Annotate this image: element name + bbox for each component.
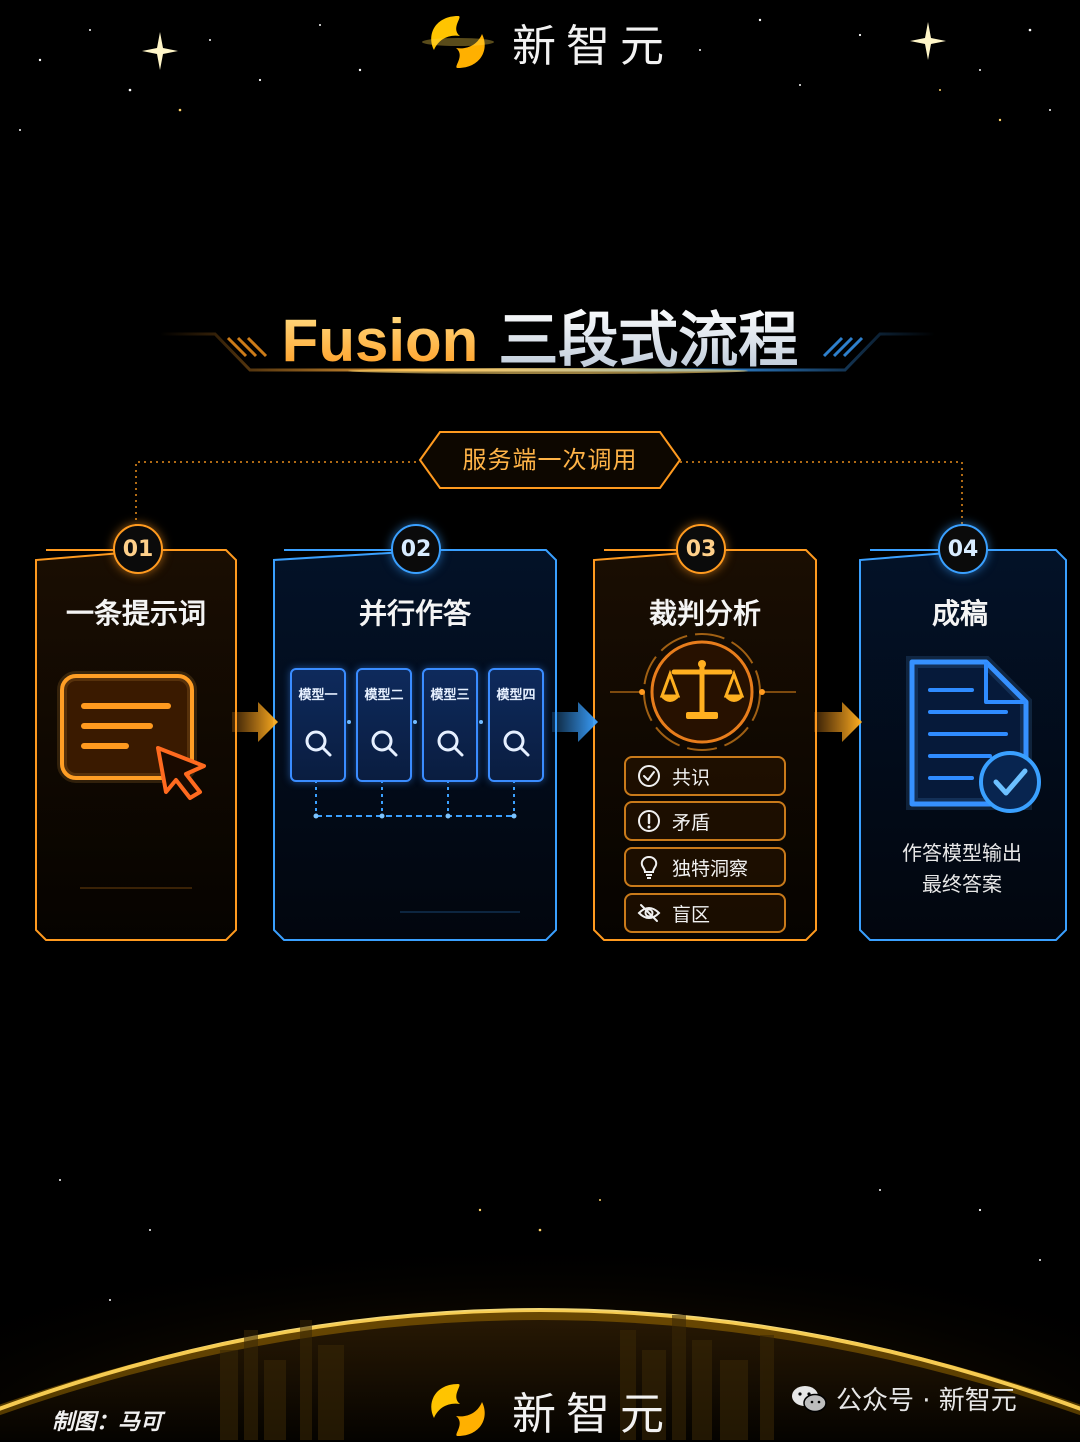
search-icon bbox=[437, 730, 464, 757]
model-label: 模型四 bbox=[496, 688, 536, 703]
judge-item-label: 矛盾 bbox=[672, 811, 711, 834]
step-number-4: 04 bbox=[938, 524, 988, 574]
document-check-icon bbox=[906, 656, 1041, 813]
model-card-1: 模型一 bbox=[290, 668, 346, 782]
step-title-2: 并行作答 bbox=[358, 597, 471, 630]
model-card-4: 模型四 bbox=[488, 668, 544, 782]
model-label: 模型一 bbox=[298, 688, 338, 703]
title-chinese: 三段式流程 bbox=[498, 306, 799, 376]
model-label: 模型二 bbox=[364, 688, 404, 703]
brand-name: 新智元 bbox=[512, 21, 674, 72]
model-card-2: 模型二 bbox=[356, 668, 412, 782]
eye-off-icon bbox=[637, 904, 661, 922]
brand-logo-icon bbox=[422, 16, 494, 68]
brand-footer: 新智元 bbox=[420, 1378, 674, 1442]
step-title-4: 成稿 bbox=[931, 597, 988, 630]
brand-logo-icon bbox=[431, 1384, 485, 1436]
judge-item-label: 共识 bbox=[672, 766, 711, 789]
judge-item-label: 独特洞察 bbox=[672, 857, 749, 880]
final-caption: 作答模型输出 最终答案 bbox=[862, 838, 1062, 900]
credit-text: 制图：马可 bbox=[52, 1410, 163, 1435]
judge-item-contradiction: 矛盾 bbox=[624, 801, 786, 841]
brand-name: 新智元 bbox=[512, 1389, 674, 1440]
judge-item-blindspot: 盲区 bbox=[624, 893, 786, 933]
title-english: Fusion bbox=[281, 307, 479, 374]
judge-item-insight: 独特洞察 bbox=[624, 847, 786, 887]
step-number-2: 02 bbox=[391, 524, 441, 574]
model-card-3: 模型三 bbox=[422, 668, 478, 782]
check-circle-icon bbox=[638, 765, 660, 787]
step-number-3: 03 bbox=[676, 524, 726, 574]
exclamation-circle-icon bbox=[638, 810, 660, 832]
search-icon bbox=[371, 730, 398, 757]
judge-item-label: 盲区 bbox=[672, 903, 711, 926]
lightbulb-icon bbox=[640, 855, 658, 879]
step-title-1: 一条提示词 bbox=[65, 597, 206, 630]
final-caption-line1: 作答模型输出 bbox=[902, 841, 1022, 865]
step-title-3: 裁判分析 bbox=[648, 597, 761, 630]
search-icon bbox=[305, 730, 332, 757]
server-call-label: 服务端一次调用 bbox=[462, 446, 638, 474]
judge-item-consensus: 共识 bbox=[624, 756, 786, 796]
wechat-account: 公众号 · 新智元 bbox=[790, 1380, 1017, 1417]
wechat-account-label: 公众号 · 新智元 bbox=[836, 1386, 1017, 1416]
final-caption-line2: 最终答案 bbox=[922, 872, 1002, 896]
scale-icon bbox=[610, 633, 796, 751]
search-icon bbox=[503, 730, 530, 757]
brand-header: 新智元 bbox=[420, 10, 674, 74]
prompt-cursor-icon bbox=[57, 671, 206, 800]
step-number-1: 01 bbox=[113, 524, 163, 574]
model-label: 模型三 bbox=[430, 688, 470, 703]
page-title: Fusion 三段式流程 bbox=[0, 292, 1080, 379]
wechat-icon bbox=[792, 1385, 827, 1412]
